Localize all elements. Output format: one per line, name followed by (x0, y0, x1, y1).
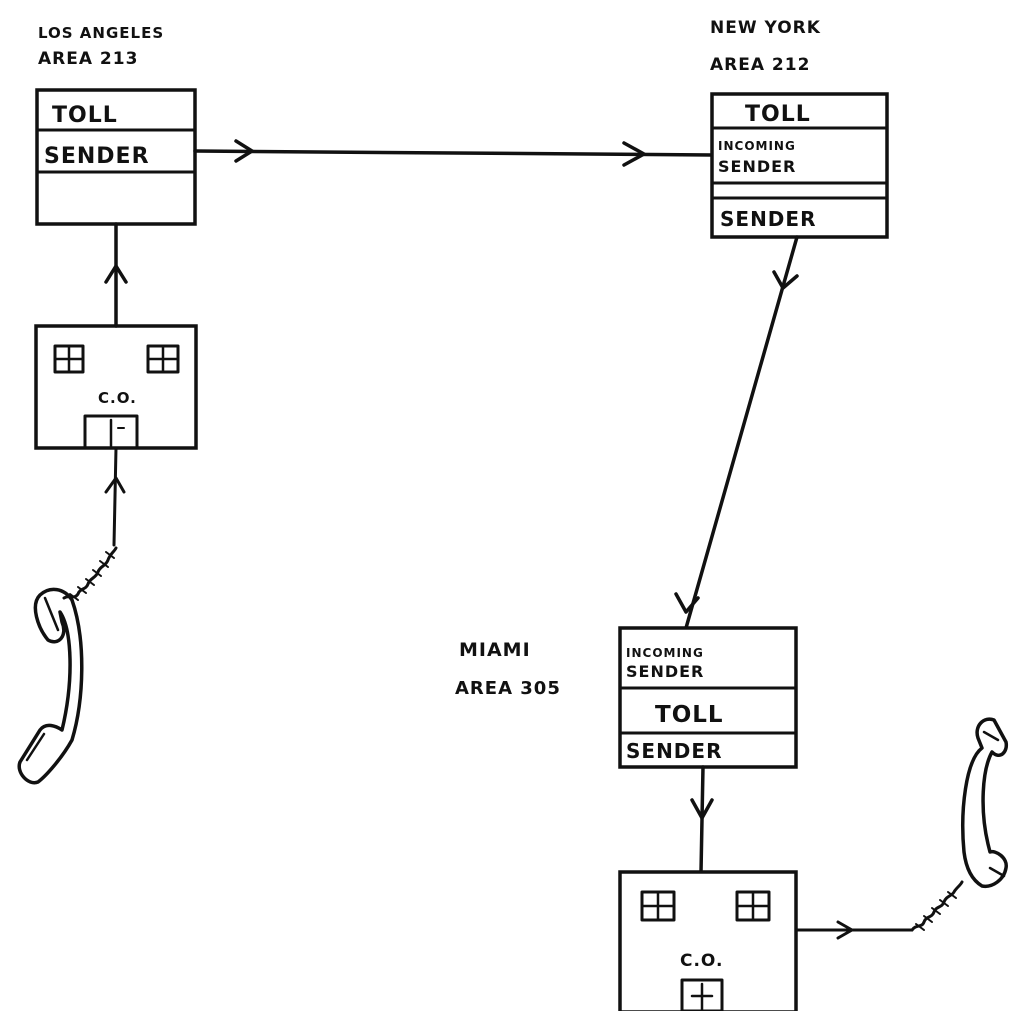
los-angeles-row-toll: TOLL (52, 103, 118, 128)
los-angeles-co-label: C.O. (98, 389, 137, 407)
los-angeles-area: AREA 213 (38, 49, 138, 69)
los-angeles-central-office-icon: C.O. (36, 326, 196, 448)
los-angeles-name: LOS ANGELES (38, 24, 164, 42)
new-york-row-toll: TOLL (745, 102, 811, 127)
coiled-cord-icon (64, 448, 116, 600)
miami-node: MIAMI AREA 305 INCOMING SENDER TOLL SEND… (455, 628, 796, 767)
new-york-node: NEW YORK AREA 212 TOLL INCOMING SENDER S… (710, 18, 887, 237)
miami-name: MIAMI (459, 639, 531, 661)
ny-to-miami-trunk-line (686, 237, 797, 628)
receiver-telephone-handset-icon (963, 719, 1007, 886)
new-york-row-incoming: INCOMING (718, 139, 796, 153)
coiled-cord-icon (912, 882, 962, 930)
new-york-row-incoming-sender: SENDER (718, 157, 796, 176)
miami-row-incoming: INCOMING (626, 646, 704, 660)
central-office-building-icon (36, 326, 196, 448)
new-york-name: NEW YORK (710, 18, 821, 38)
los-angeles-row-sender: SENDER (44, 144, 150, 169)
caller-telephone-handset-icon (19, 589, 82, 782)
miami-row-incoming-sender: SENDER (626, 662, 704, 681)
la-to-ny-trunk-line (195, 151, 712, 155)
new-york-area: AREA 212 (710, 55, 810, 75)
los-angeles-node: LOS ANGELES AREA 213 TOLL SENDER (37, 24, 195, 224)
miami-co-label: C.O. (680, 951, 723, 971)
miami-row-sender: SENDER (626, 739, 722, 763)
new-york-row-sender: SENDER (720, 207, 816, 231)
miami-central-office-icon: C.O. (620, 872, 796, 1011)
miami-area: AREA 305 (455, 678, 561, 699)
miami-row-toll: TOLL (655, 702, 724, 728)
